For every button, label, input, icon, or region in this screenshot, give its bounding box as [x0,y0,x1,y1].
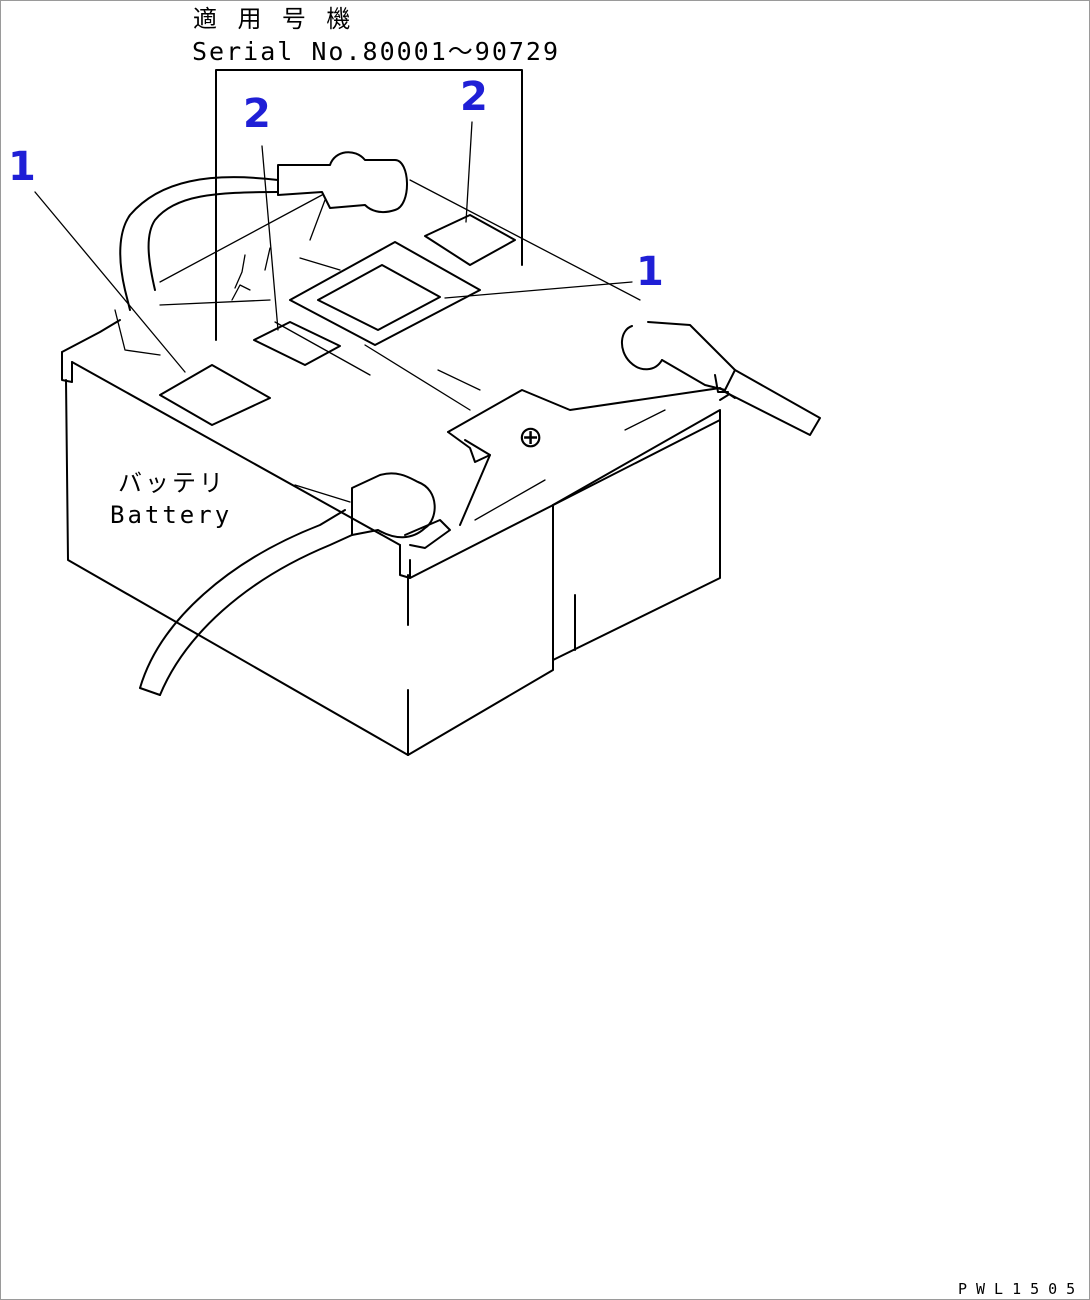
callout-leaders [34,121,633,373]
callout-2-right: 2 [460,74,488,120]
positive-terminal-symbol: ⊕ [518,420,543,455]
battery-right [399,394,729,661]
battery-left [61,319,554,756]
drawing-code: PWL1505 [958,1280,1084,1298]
front-cable [139,472,451,696]
positive-terminal: ⊕ [447,387,736,526]
battery-top-surface [364,179,666,521]
callout-2-left: 2 [243,91,271,137]
battery-label-english: Battery [110,501,232,529]
right-cable [621,321,821,436]
top-cable [114,151,408,356]
serial-number-label: Serial No.80001～90729 [192,37,560,66]
applicable-machines-label: 適 用 号 機 [193,5,353,33]
battery-label-japanese: バッテリ [118,469,226,497]
callout-1-right: 1 [636,249,664,295]
serial-range-bracket [215,69,523,341]
label-plates [159,214,516,426]
callout-1-left: 1 [8,144,36,190]
